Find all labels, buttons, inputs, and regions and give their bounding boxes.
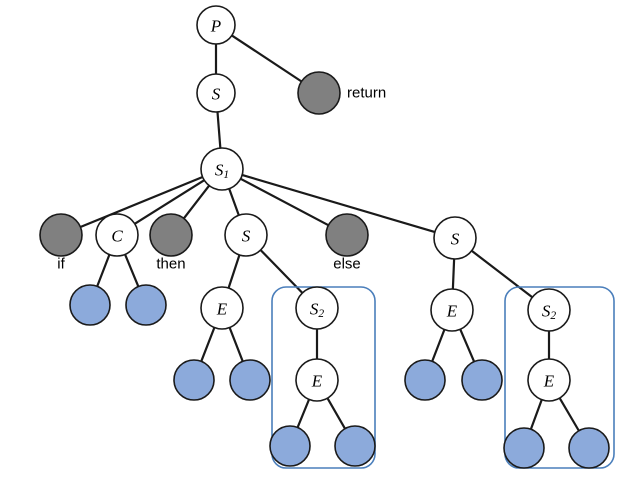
- node-circle-leaf: [503, 427, 545, 469]
- node-circle-terminal: [39, 213, 83, 257]
- node-label-E_s2then: E: [311, 372, 323, 391]
- tree-edge: [216, 109, 222, 151]
- label-return: return: [347, 85, 386, 102]
- tree-edge: [558, 396, 581, 433]
- node-circle-nonterminal: [200, 147, 244, 191]
- tree-edge: [229, 33, 304, 84]
- tree-node-E_s2then: E: [295, 358, 339, 402]
- node-subscript-S1: 1: [223, 169, 229, 181]
- tree-edge: [182, 183, 211, 221]
- node-label-S_else: S: [451, 230, 460, 249]
- node-circle-nonterminal: [433, 216, 477, 260]
- node-circle-nonterminal: [200, 286, 244, 330]
- node-label-S_then: S: [242, 227, 251, 246]
- tree-node-S_else: S: [433, 216, 477, 260]
- tree-edge: [529, 397, 544, 432]
- tree-node-S2_then: S2: [295, 286, 339, 330]
- tree-node-E_s2else: E: [527, 358, 571, 402]
- node-circle-leaf: [334, 425, 376, 467]
- tree-edge: [95, 252, 111, 289]
- tree-node-E_else_l1: [404, 359, 446, 401]
- tree-edge: [238, 177, 331, 227]
- tree-node-C: C: [95, 213, 139, 257]
- tree-edge: [228, 325, 245, 364]
- tree-node-else: [325, 213, 369, 257]
- tree-node-S1: S1: [200, 147, 244, 191]
- node-circle-leaf: [125, 284, 167, 326]
- node-circle-nonterminal: [527, 288, 571, 332]
- group-box-else-s2: [504, 286, 615, 469]
- tree-node-E_then_l1: [173, 359, 215, 401]
- node-label-P: P: [210, 17, 221, 36]
- tree-edge: [199, 325, 216, 364]
- node-label-E_s2else: E: [543, 372, 555, 391]
- tree-node-S_root: S: [196, 73, 236, 113]
- node-circle-nonterminal: [527, 358, 571, 402]
- node-circle-leaf: [568, 427, 610, 469]
- node-circle-nonterminal: [224, 213, 268, 257]
- group-box-then-s2: [271, 286, 376, 469]
- tree-node-E_s2t_l2: [334, 425, 376, 467]
- tree-node-return: [297, 71, 341, 115]
- node-circle-leaf: [69, 284, 111, 326]
- node-circle-terminal: [297, 71, 341, 115]
- label-if: if: [57, 255, 65, 272]
- node-circle-nonterminal: [196, 5, 236, 45]
- node-circle-nonterminal: [430, 288, 474, 332]
- tree-node-C_l2: [125, 284, 167, 326]
- tree-edge: [469, 249, 535, 299]
- tree-node-E_then: E: [200, 286, 244, 330]
- tree-edge: [240, 173, 437, 234]
- tree-edge: [132, 178, 207, 226]
- tree-node-S_then: S: [224, 213, 268, 257]
- label-then: then: [156, 255, 185, 272]
- tree-node-S2_else: S2: [527, 288, 571, 332]
- tree-node-E_then_l2: [229, 359, 271, 401]
- node-circle-nonterminal: [295, 286, 339, 330]
- label-else: else: [333, 255, 361, 272]
- node-circle-terminal: [149, 213, 193, 257]
- node-circle-leaf: [173, 359, 215, 401]
- node-circle-leaf: [269, 425, 311, 467]
- tree-node-E_s2t_l1: [269, 425, 311, 467]
- node-label-S_root: S: [212, 85, 221, 104]
- tree-node-E_else_l2: [461, 359, 503, 401]
- node-label-C: C: [111, 227, 123, 246]
- node-circle-nonterminal: [95, 213, 139, 257]
- node-circle-leaf: [461, 359, 503, 401]
- node-label-E_then: E: [216, 300, 228, 319]
- tree-edge: [325, 396, 347, 431]
- node-circle-terminal: [325, 213, 369, 257]
- group-box-layer: [271, 286, 615, 469]
- node-label-E_else: E: [446, 302, 458, 321]
- tree-edge: [430, 327, 446, 364]
- tree-node-P: P: [196, 5, 236, 45]
- tree-node-if: [39, 213, 83, 257]
- node-circle-leaf: [229, 359, 271, 401]
- tree-edge: [451, 256, 456, 292]
- tree-edge: [458, 327, 476, 364]
- tree-edge: [123, 252, 140, 289]
- tree-node-then: [149, 213, 193, 257]
- annotation-layer: return if then else: [57, 85, 386, 273]
- tree-node-E_s2e_l1: [503, 427, 545, 469]
- tree-node-E_else: E: [430, 288, 474, 332]
- node-circle-nonterminal: [196, 73, 236, 113]
- node-subscript-S2_else: 2: [550, 310, 556, 322]
- tree-edge: [227, 186, 241, 218]
- node-circle-leaf: [404, 359, 446, 401]
- node-circle-nonterminal: [295, 358, 339, 402]
- tree-edge: [78, 175, 205, 229]
- tree-node-E_s2e_l2: [568, 427, 610, 469]
- tree-node-C_l1: [69, 284, 111, 326]
- tree-edge: [227, 252, 241, 291]
- tree-edge: [296, 397, 311, 430]
- edge-layer: [78, 33, 581, 433]
- node-subscript-S2_then: 2: [318, 308, 324, 320]
